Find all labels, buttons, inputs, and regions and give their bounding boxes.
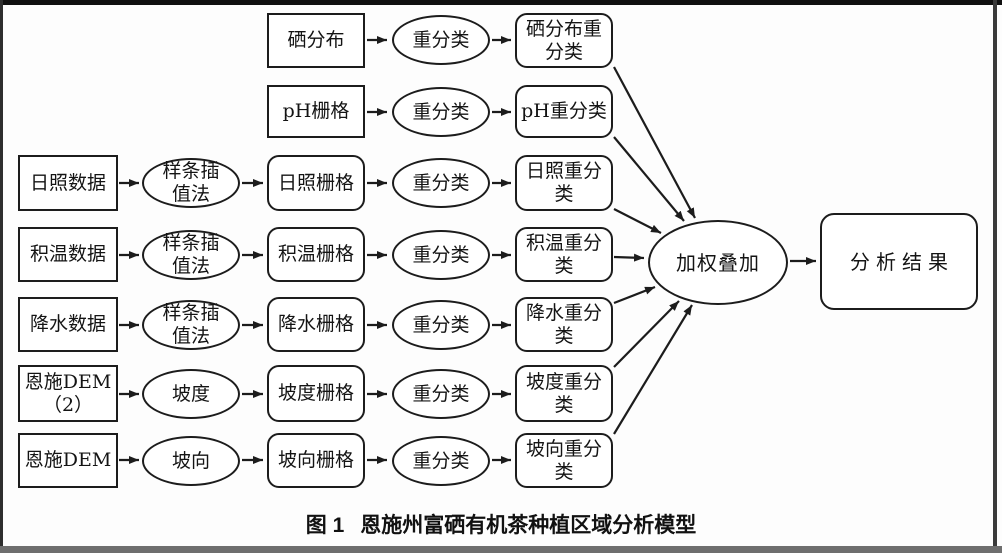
node-ph-raster: pH栅格 — [267, 85, 365, 138]
figure-border-bottom — [0, 546, 1002, 553]
node-spline-interp-sunshine: 样条插 值法 — [142, 158, 240, 208]
node-sunshine-reclass-result: 日照重分 类 — [515, 155, 613, 211]
node-sunshine-raster: 日照栅格 — [267, 155, 365, 211]
row-arrows — [119, 36, 511, 464]
node-reclassify-ph: 重分类 — [392, 87, 490, 137]
figure-border-top — [0, 0, 1002, 5]
node-reclassify-precip: 重分类 — [392, 300, 490, 350]
node-analysis-result: 分析结果 — [820, 213, 978, 310]
node-accum-temperature-raster: 积温栅格 — [267, 227, 365, 282]
node-aspect-operation: 坡向 — [142, 436, 240, 486]
figure-number: 图 1 — [305, 514, 345, 537]
node-reclassify-aspect: 重分类 — [392, 436, 490, 486]
node-temperature-reclass-result: 积温重分 类 — [515, 227, 613, 282]
node-reclassify-slope: 重分类 — [392, 369, 490, 419]
node-spline-interp-temperature: 样条插 值法 — [142, 230, 240, 280]
node-reclassify-selenium: 重分类 — [392, 15, 490, 65]
figure-border-left — [0, 0, 3, 553]
node-sunshine-data: 日照数据 — [18, 155, 118, 211]
node-slope-reclass-result: 坡度重分 类 — [515, 365, 613, 422]
node-aspect-reclass-result: 坡向重分 类 — [515, 433, 613, 488]
node-aspect-raster: 坡向栅格 — [267, 433, 365, 488]
node-precipitation-raster: 降水栅格 — [267, 297, 365, 352]
node-reclassify-temperature: 重分类 — [392, 230, 490, 280]
figure-caption: 图 1 恩施州富硒有机茶种植区域分析模型 — [0, 509, 1002, 539]
node-slope-operation: 坡度 — [142, 369, 240, 419]
node-weighted-overlay: 加权叠加 — [648, 220, 788, 305]
node-enshi-dem-2: 恩施DEM （2） — [18, 365, 118, 422]
figure-title: 恩施州富硒有机茶种植区域分析模型 — [360, 514, 697, 537]
node-precip-reclass-result: 降水重分 类 — [515, 297, 613, 352]
node-selenium-reclass-result: 硒分布重 分类 — [515, 13, 613, 68]
node-selenium-distribution: 硒分布 — [267, 13, 365, 68]
node-reclassify-sunshine: 重分类 — [392, 158, 490, 208]
convergence-arrows — [613, 66, 696, 435]
node-slope-raster: 坡度栅格 — [267, 365, 365, 422]
node-precipitation-data: 降水数据 — [18, 297, 118, 352]
node-enshi-dem: 恩施DEM — [18, 433, 118, 488]
node-spline-interp-precip: 样条插 值法 — [142, 300, 240, 350]
figure-border-right — [993, 0, 997, 553]
node-accum-temperature-data: 积温数据 — [18, 227, 118, 282]
node-ph-reclass-result: pH重分类 — [515, 85, 613, 138]
